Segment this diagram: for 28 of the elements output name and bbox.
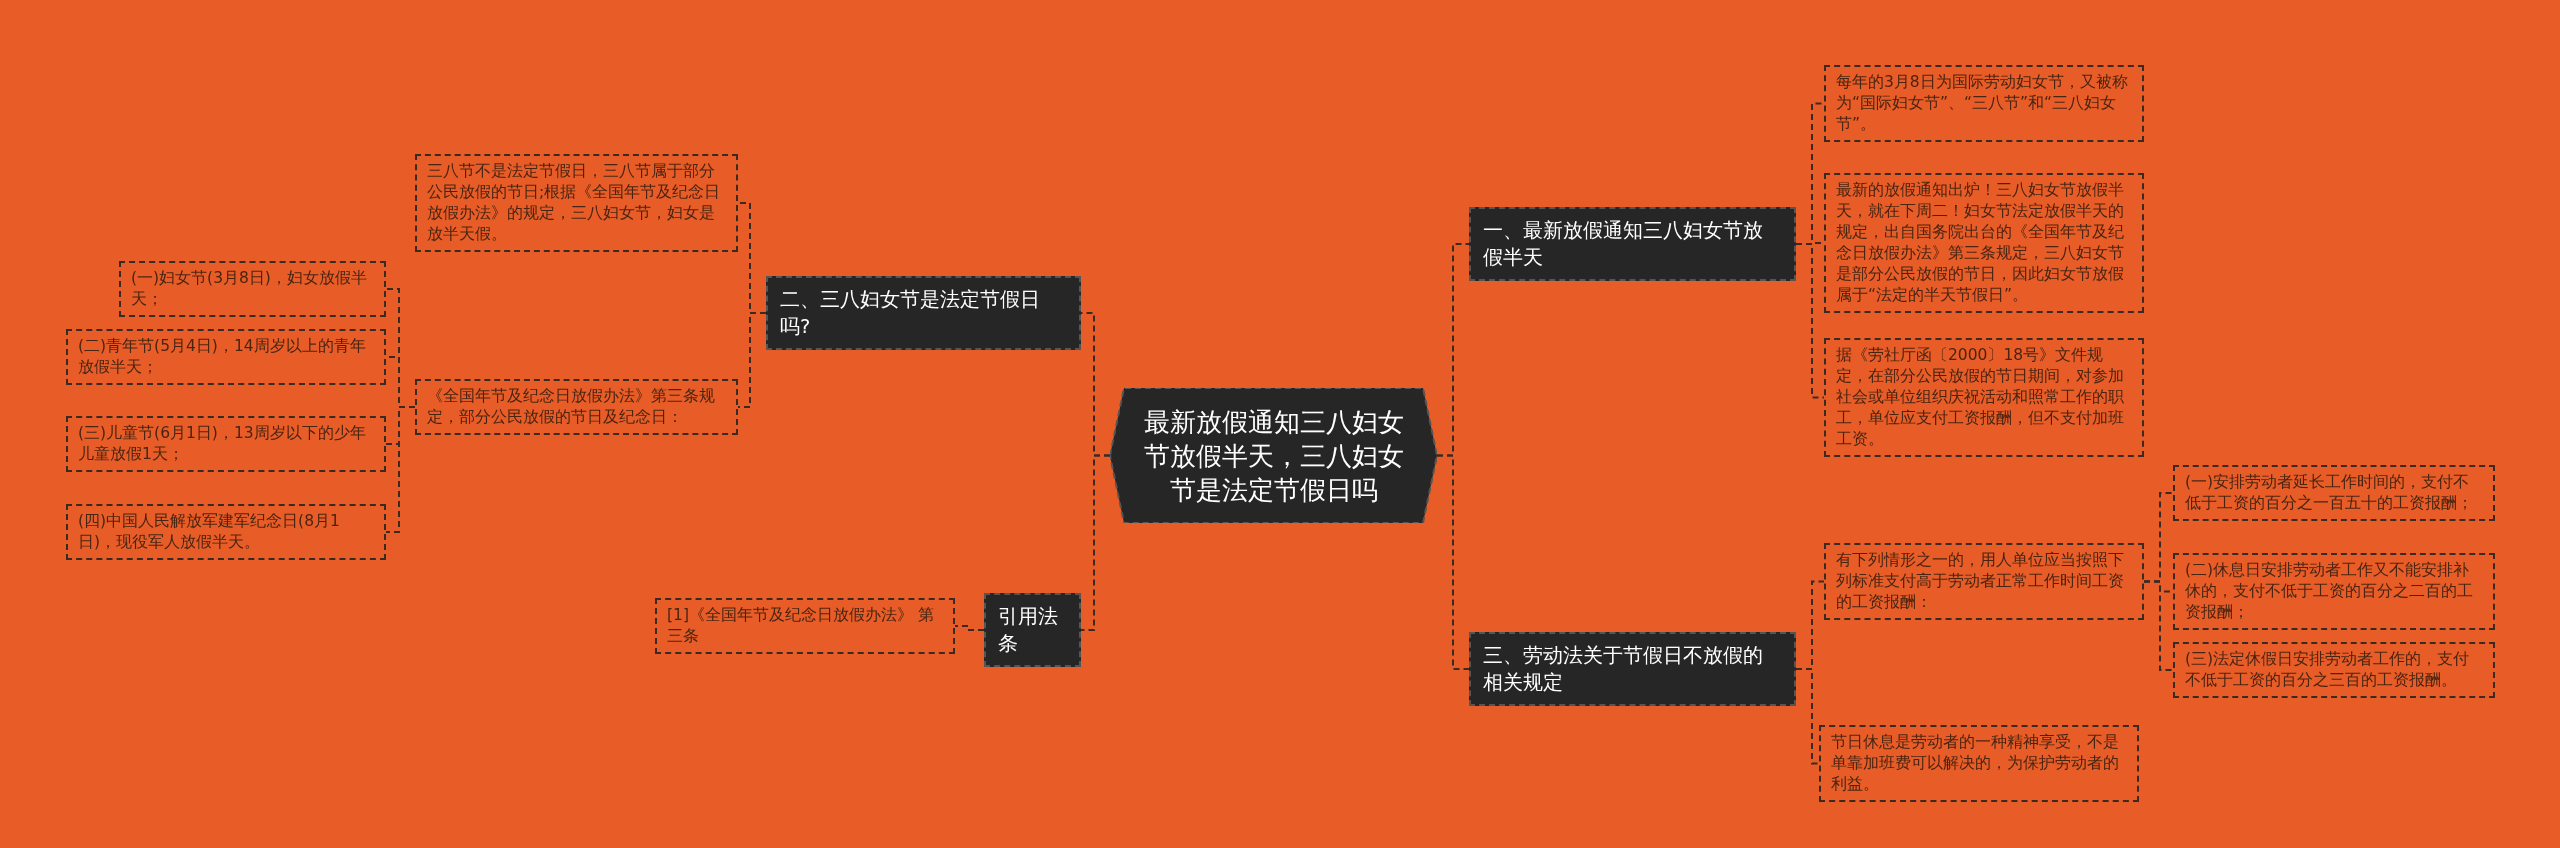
connector-line bbox=[1436, 454, 1470, 670]
connector-line bbox=[954, 625, 985, 631]
note-box: (三)儿童节(6月1日)，13周岁以下的少年儿童放假1天； bbox=[66, 416, 386, 472]
note-box: [1]《全国年节及纪念日放假办法》 第三条 bbox=[655, 598, 955, 654]
note-box: 最新的放假通知出炉！三八妇女节放假半天，就在下周二！妇女节法定放假半天的规定，出自国务院出台的《全国年节及纪念日放假办法》第三条规定，三八妇女节是部分公民放假的节日，因此妇女节放假属于“法定的半天节假日”。 bbox=[1824, 173, 2144, 313]
connector-line bbox=[1795, 668, 1820, 765]
topic-box: 二、三八妇女节是法定节假日吗? bbox=[766, 276, 1081, 350]
topic-box: 引用法条 bbox=[984, 593, 1081, 667]
connector-line bbox=[2143, 580, 2174, 671]
note-box: (四)中国人民解放军建军纪念日(8月1日)，现役军人放假半天。 bbox=[66, 504, 386, 560]
note-box: 节日休息是劳动者的一种精神享受，不是单靠加班费可以解决的，为保护劳动者的利益。 bbox=[1819, 725, 2139, 802]
central-topic-hexagon: 最新放假通知三八妇女节放假半天，三八妇女节是法定节假日吗 bbox=[1110, 388, 1437, 523]
note-box: 每年的3月8日为国际劳动妇女节，又被称为“国际妇女节”、“三八节”和“三八妇女节”。 bbox=[1824, 65, 2144, 142]
topic-box: 一、最新放假通知三八妇女节放假半天 bbox=[1469, 207, 1796, 281]
note-box: (一)安排劳动者延长工作时间的，支付不低于工资的百分之一百五十的工资报酬； bbox=[2173, 465, 2495, 521]
note-box: 《全国年节及纪念日放假办法》第三条规定，部分公民放假的节日及纪念日： bbox=[415, 379, 738, 435]
note-box: (一)妇女节(3月8日)，妇女放假半天； bbox=[119, 261, 386, 317]
connector-line bbox=[1080, 454, 1111, 631]
note-box: (二)休息日安排劳动者工作又不能安排补休的，支付不低于工资的百分之二百的工资报酬； bbox=[2173, 553, 2495, 630]
note-box: 有下列情形之一的，用人单位应当按照下列标准支付高于劳动者正常工作时间工资的工资报酬： bbox=[1824, 543, 2144, 620]
connector-line bbox=[385, 406, 416, 533]
connector-line bbox=[737, 312, 767, 408]
topic-box: 三、劳动法关于节假日不放假的相关规定 bbox=[1469, 632, 1796, 706]
note-box: (二)青年节(5月4日)，14周岁以上的青年放假半天； bbox=[66, 329, 386, 385]
note-box: 三八节不是法定节假日，三八节属于部分公民放假的节日;根据《全国年节及纪念日放假办法》的规定，三八妇女节，妇女是放半天假。 bbox=[415, 154, 738, 252]
note-box: (三)法定休假日安排劳动者工作的，支付不低于工资的百分之三百的工资报酬。 bbox=[2173, 642, 2495, 698]
note-box: 据《劳社厅函〔2000〕18号》文件规定，在部分公民放假的节日期间，对参加社会或单位组织庆祝活动和照常工作的职工，单位应支付工资报酬，但不支付加班工资。 bbox=[1824, 338, 2144, 457]
connector-line bbox=[1795, 243, 1825, 399]
